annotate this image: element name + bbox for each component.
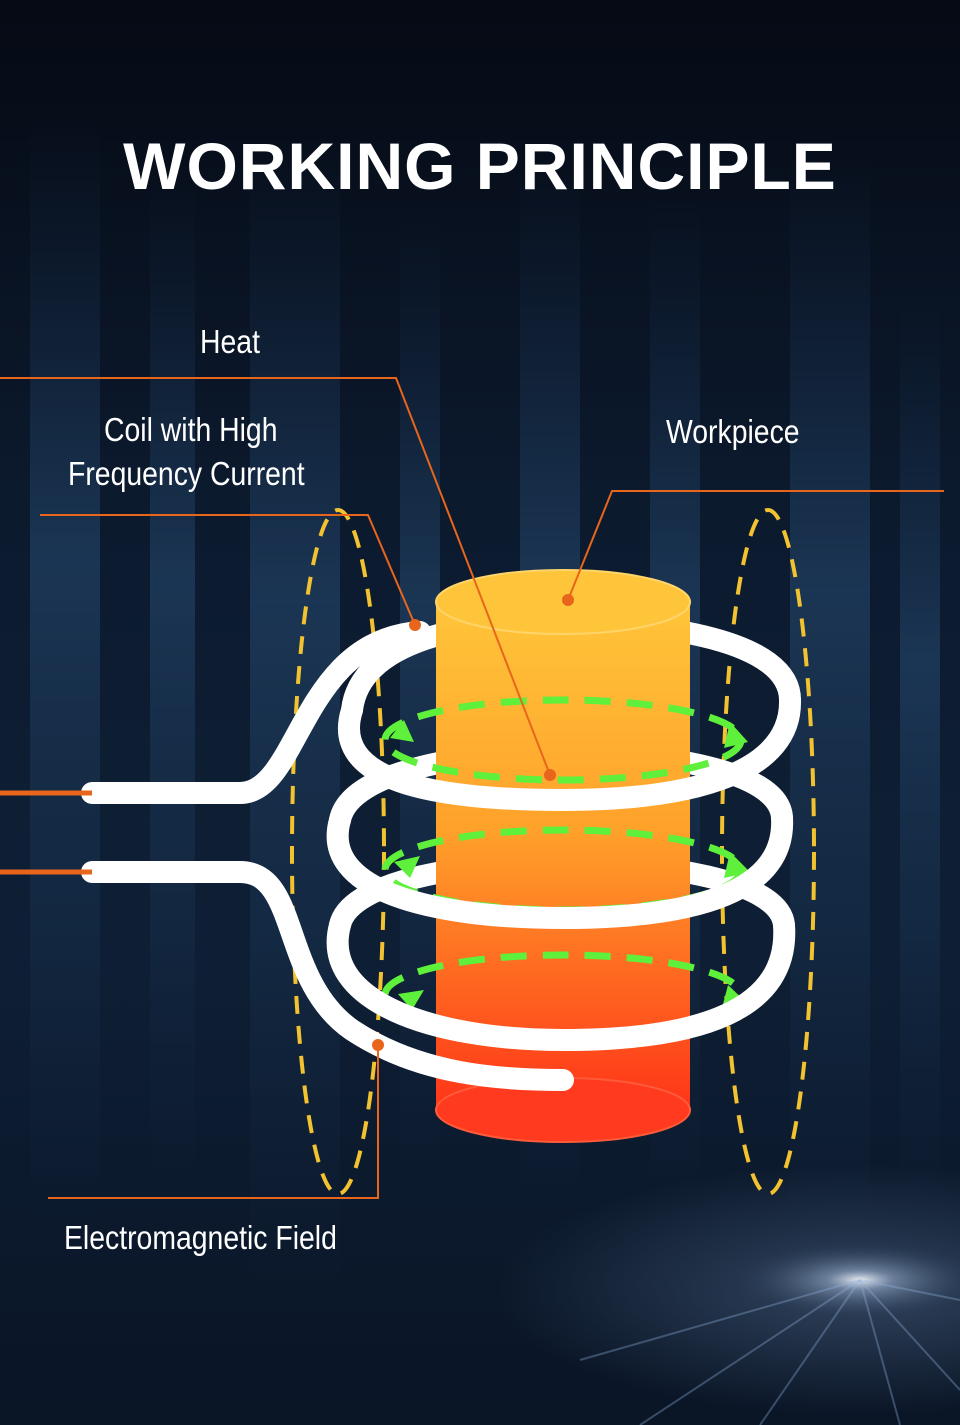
- leader-lines: [0, 377, 944, 1199]
- leader-dots: [372, 594, 574, 1051]
- coil-leader: [40, 514, 416, 626]
- field-loop-left: [290, 508, 386, 1196]
- field-leader: [48, 1045, 379, 1199]
- label-electromagnetic-field: Electromagnetic Field: [64, 1219, 337, 1256]
- workpiece: [435, 569, 691, 1143]
- label-coil-line1: Coil with High: [104, 411, 278, 448]
- workpiece-leader: [567, 490, 944, 601]
- heat-leader: [0, 377, 551, 776]
- label-workpiece: Workpiece: [666, 413, 800, 450]
- page-title: WORKING PRINCIPLE: [123, 129, 837, 203]
- label-heat: Heat: [200, 323, 260, 360]
- coil-leads: [0, 790, 92, 875]
- label-coil-line2: Frequency Current: [68, 455, 305, 492]
- coil-front: [81, 621, 802, 1091]
